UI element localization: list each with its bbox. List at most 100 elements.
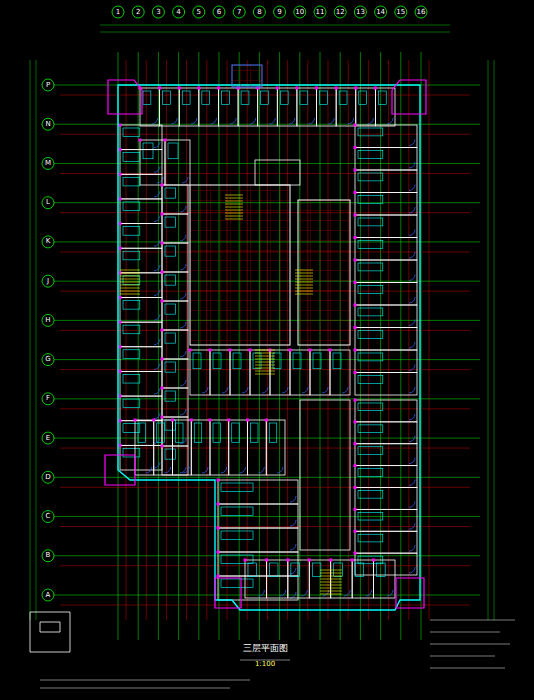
stair-tread <box>225 210 243 211</box>
column <box>119 173 122 176</box>
bathroom <box>213 353 221 369</box>
room-wall <box>190 350 210 395</box>
room-wall <box>277 88 297 126</box>
column <box>354 530 357 533</box>
column <box>119 444 122 447</box>
bathroom <box>378 91 386 104</box>
bathroom <box>165 304 175 314</box>
room-wall <box>218 552 298 576</box>
room-wall <box>218 88 238 126</box>
column <box>161 184 164 187</box>
column <box>265 419 268 422</box>
column <box>335 87 338 90</box>
door-swing <box>309 118 315 124</box>
room-wall <box>355 466 417 488</box>
axis-line <box>380 52 381 640</box>
column <box>372 559 375 562</box>
axis-label: 9 <box>274 9 286 16</box>
column <box>217 575 220 578</box>
room-wall <box>120 371 162 396</box>
bathroom <box>123 153 140 162</box>
room-wall <box>120 347 162 372</box>
axis-label: L <box>42 199 54 206</box>
room-wall <box>191 420 210 475</box>
bathroom <box>221 555 253 563</box>
stair-tread <box>120 270 140 271</box>
room-wall <box>218 576 298 600</box>
stair-tread <box>120 291 140 292</box>
column <box>161 445 164 448</box>
column <box>119 370 122 373</box>
stair-tread <box>225 198 243 199</box>
bathroom <box>358 491 383 499</box>
column <box>309 349 312 352</box>
room-wall <box>230 350 250 395</box>
sub-axis <box>126 60 127 620</box>
door-swing <box>301 590 307 596</box>
room-wall <box>355 400 417 422</box>
door-swing <box>154 191 160 197</box>
column <box>161 329 164 332</box>
axis-bubble <box>42 550 54 562</box>
column <box>119 247 122 250</box>
door-swing <box>409 501 415 507</box>
bathroom <box>358 263 383 271</box>
axis-bubble <box>334 6 346 18</box>
column <box>354 349 357 352</box>
column <box>354 371 357 374</box>
door-swing <box>154 166 160 172</box>
door-swing <box>154 462 160 468</box>
door-swing <box>154 363 160 369</box>
room-wall <box>162 446 188 475</box>
axis-line <box>52 555 480 556</box>
column <box>161 271 164 274</box>
room-wall <box>179 88 199 126</box>
sub-axis <box>60 605 470 606</box>
bathroom <box>358 512 383 520</box>
room-wall <box>218 504 298 528</box>
stair-tread <box>295 276 313 277</box>
stair-tread <box>120 288 140 289</box>
bathroom <box>123 177 140 186</box>
column <box>354 259 357 262</box>
bathroom <box>358 218 383 226</box>
bathroom <box>358 331 383 339</box>
room-wall <box>245 560 266 598</box>
stair-tread <box>255 371 275 372</box>
bathroom <box>165 188 175 198</box>
room-wall <box>120 125 162 150</box>
room-wall <box>336 88 356 126</box>
sub-axis <box>429 60 430 620</box>
axis-bubble <box>173 6 185 18</box>
door-swing <box>154 142 160 148</box>
stair-tread <box>295 291 313 292</box>
column <box>354 169 357 172</box>
column <box>315 87 318 90</box>
column <box>119 197 122 200</box>
bathroom <box>123 128 140 137</box>
column <box>119 345 122 348</box>
room-wall <box>355 260 417 283</box>
axis-label: 2 <box>132 9 144 16</box>
room-wall <box>355 148 417 171</box>
axis-bubble <box>375 6 387 18</box>
bathroom <box>123 448 140 457</box>
axis-label: 7 <box>233 9 245 16</box>
column <box>329 349 332 352</box>
axis-label: 11 <box>314 9 326 16</box>
door-swing <box>409 567 415 573</box>
bathroom <box>312 563 321 576</box>
door-swing <box>367 118 373 124</box>
column <box>217 527 220 530</box>
bathroom <box>358 308 383 316</box>
column <box>209 349 212 352</box>
axis-label: 15 <box>395 9 407 16</box>
bathroom <box>273 353 281 369</box>
room-wall <box>310 350 330 395</box>
axis-label: 3 <box>152 9 164 16</box>
door-swing <box>409 252 415 258</box>
room-wall <box>162 301 188 330</box>
bathroom <box>138 423 146 442</box>
bathroom <box>232 423 240 442</box>
